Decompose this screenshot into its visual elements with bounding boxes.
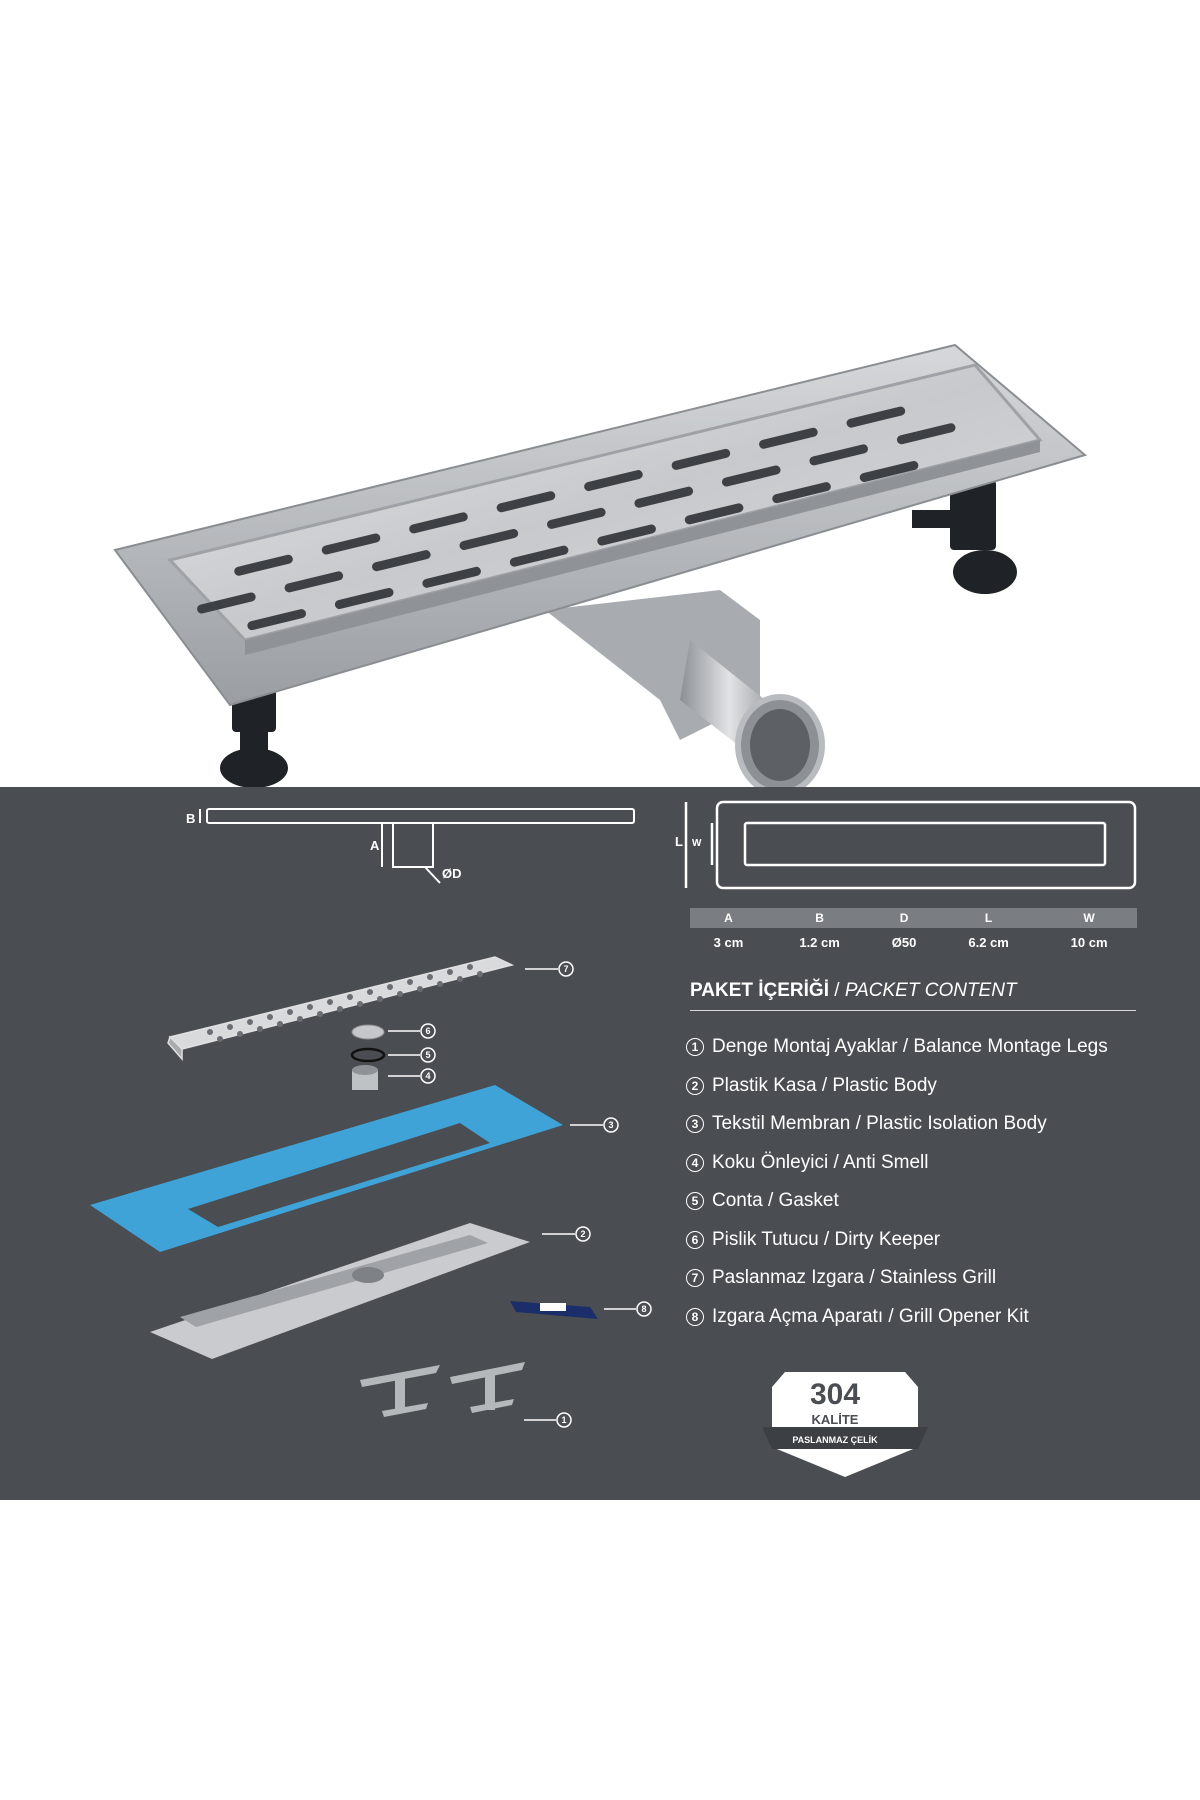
quality-badge-shape xyxy=(762,1372,928,1477)
top-view-drawing xyxy=(684,800,1137,890)
spec-header: L xyxy=(936,908,1042,928)
badge-number: 304 xyxy=(809,1378,861,1411)
callout-4: 4 xyxy=(425,1071,430,1081)
exploded-grill xyxy=(167,956,515,1061)
callout-1: 1 xyxy=(561,1415,566,1425)
callout-8: 8 xyxy=(641,1304,646,1314)
item-number: 4 xyxy=(686,1153,704,1172)
list-item: 2 Plastik Kasa / Plastic Body xyxy=(686,1067,1108,1106)
list-item: 7 Paslanmaz Izgara / Stainless Grill xyxy=(686,1259,1108,1298)
list-item: 1 Denge Montaj Ayaklar / Balance Montage … xyxy=(686,1028,1108,1067)
technical-panel xyxy=(0,787,1200,1500)
item-text: Tekstil Membran / Plastic Isolation Body xyxy=(712,1113,1047,1135)
dim-label-d: ØD xyxy=(442,866,462,881)
item-number: 2 xyxy=(686,1076,704,1095)
item-text: Paslanmaz Izgara / Stainless Grill xyxy=(712,1267,997,1289)
spec-value-row: 3 cm 1.2 cm Ø50 6.2 cm 10 cm xyxy=(690,928,1137,954)
item-number: 1 xyxy=(686,1038,704,1057)
title-turkish: PAKET İÇERİĞİ xyxy=(690,980,829,1001)
callout-3: 3 xyxy=(608,1120,613,1130)
callout-lines xyxy=(388,968,636,1421)
spec-value: 10 cm xyxy=(1070,934,1108,950)
callout-markers xyxy=(420,961,652,1428)
exploded-gasket xyxy=(350,1047,386,1063)
badge-band: PASLANMAZ ÇELİK xyxy=(792,1435,878,1445)
spec-value: 6.2 cm xyxy=(968,934,1009,950)
exploded-anti-smell xyxy=(352,1065,378,1090)
item-text: Koku Önleyici / Anti Smell xyxy=(712,1151,929,1173)
dim-label-a: A xyxy=(370,838,380,853)
spec-value: Ø50 xyxy=(891,934,917,950)
exploded-opener-kit xyxy=(510,1301,598,1319)
spec-value: 1.2 cm xyxy=(799,934,840,950)
item-number: 8 xyxy=(686,1307,704,1326)
badge-quality: KALİTE xyxy=(811,1412,859,1427)
product-photo xyxy=(113,343,1088,790)
callout-2: 2 xyxy=(580,1229,585,1239)
dim-label-w: W xyxy=(692,838,702,849)
item-text: Denge Montaj Ayaklar / Balance Montage L… xyxy=(712,1036,1108,1058)
list-item: 4 Koku Önleyici / Anti Smell xyxy=(686,1144,1108,1183)
spec-header: D xyxy=(872,908,937,928)
spec-value: 3 cm xyxy=(713,934,744,950)
item-number: 3 xyxy=(686,1115,704,1134)
item-text: Conta / Gasket xyxy=(712,1190,839,1212)
spec-header: W xyxy=(1041,908,1137,928)
spec-table: A B D L W 3 cm 1.2 cm Ø50 6.2 cm 10 cm xyxy=(690,908,1137,954)
list-item: 6 Pislik Tutucu / Dirty Keeper xyxy=(686,1221,1108,1260)
item-text: Plastik Kasa / Plastic Body xyxy=(712,1074,937,1096)
dim-label-l: L xyxy=(675,834,683,849)
side-view-drawing xyxy=(199,808,635,884)
list-item: 3 Tekstil Membran / Plastic Isolation Bod… xyxy=(686,1105,1108,1144)
quality-badge: 304 KALİTE PASLANMAZ ÇELİK xyxy=(755,1360,915,1475)
item-text: Izgara Açma Aparatı / Grill Opener Kit xyxy=(712,1305,1029,1327)
item-number: 7 xyxy=(686,1269,704,1288)
exploded-plastic-body xyxy=(150,1223,530,1359)
spec-header-row: A B D L W xyxy=(690,908,1137,928)
callout-6: 6 xyxy=(425,1026,430,1036)
technical-drawings: 7 6 5 4 3 2 8 1 xyxy=(90,800,1137,1477)
spec-header: B xyxy=(767,908,873,928)
item-text: Pislik Tutucu / Dirty Keeper xyxy=(712,1228,941,1250)
grill-slots xyxy=(197,406,956,631)
list-item: 5 Conta / Gasket xyxy=(686,1182,1108,1221)
title-separator: / xyxy=(829,980,845,1001)
list-item: 8 Izgara Açma Aparatı / Grill Opener Kit xyxy=(686,1298,1108,1337)
exploded-legs xyxy=(360,1362,525,1417)
packet-content-title: PAKET İÇERİĞİ / PACKET CONTENT xyxy=(690,980,1136,1011)
item-number: 6 xyxy=(686,1230,704,1249)
title-english: PACKET CONTENT xyxy=(844,980,1017,1001)
packet-content-list: 1 Denge Montaj Ayaklar / Balance Montage … xyxy=(686,1028,1108,1336)
callout-5: 5 xyxy=(425,1050,430,1060)
leveling-leg-right xyxy=(912,480,1017,594)
spec-header: A xyxy=(690,908,767,928)
dim-label-b: B xyxy=(186,811,196,826)
exploded-dirty-keeper xyxy=(351,1024,385,1040)
item-number: 5 xyxy=(686,1192,704,1211)
callout-7: 7 xyxy=(563,964,568,974)
